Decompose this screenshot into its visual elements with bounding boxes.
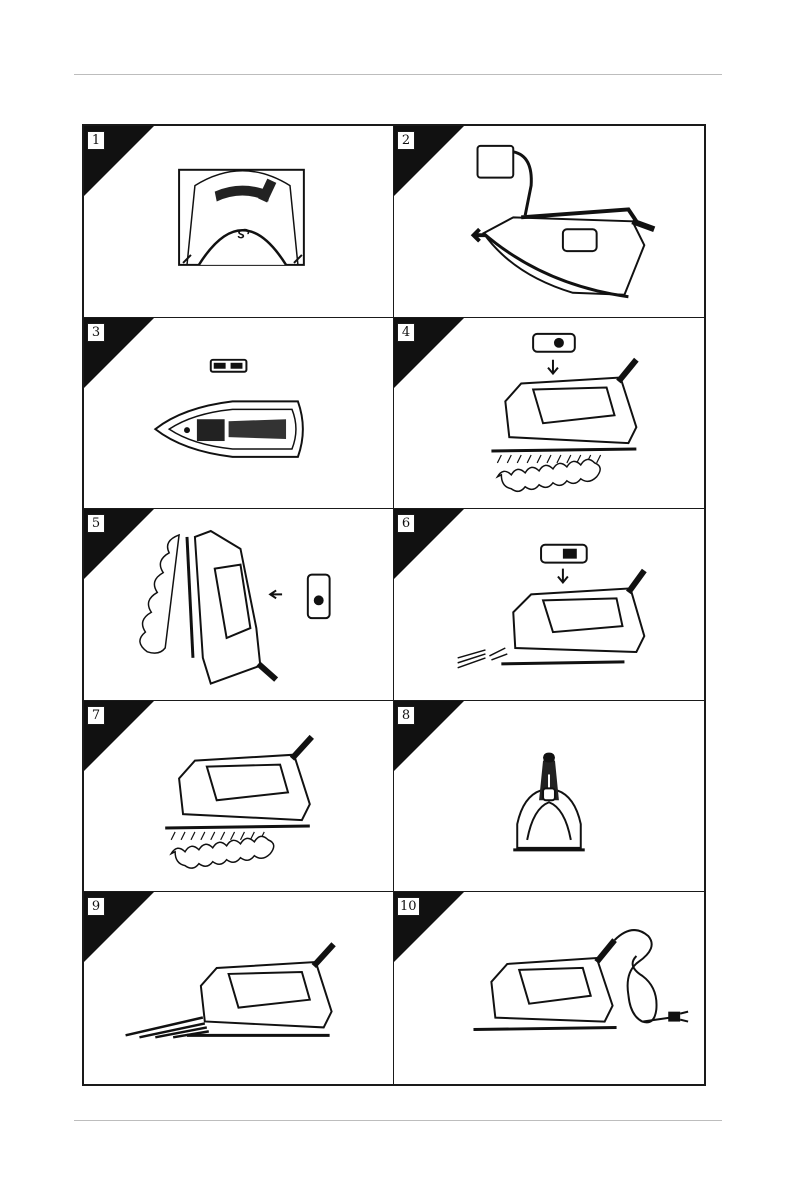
iron-rear-dial-illustration: ى xyxy=(84,126,393,317)
step-panel-10: 10 xyxy=(394,892,704,1084)
iron-top-view-illustration xyxy=(84,318,393,509)
step-panel-2: 2 xyxy=(394,126,704,318)
step-panel-3: 3 xyxy=(84,318,394,510)
footer-rule xyxy=(74,1120,722,1121)
iron-self-clean-illustration xyxy=(394,701,704,892)
iron-unplugged-illustration xyxy=(394,892,704,1084)
step-panel-8: 8 xyxy=(394,701,704,893)
iron-steam-ironing-illustration xyxy=(394,318,704,509)
step-panel-1: 1 ى xyxy=(84,126,394,318)
instruction-grid: 1 ى 2 xyxy=(82,124,706,1086)
step-panel-6: 6 xyxy=(394,509,704,701)
iron-filling-water-illustration xyxy=(394,126,704,317)
header-rule xyxy=(74,74,722,75)
svg-text:ى: ى xyxy=(236,226,250,247)
step-panel-9: 9 xyxy=(84,892,394,1084)
iron-burst-steam-illustration xyxy=(84,892,393,1084)
step-panel-4: 4 xyxy=(394,318,704,510)
iron-dry-ironing-illustration xyxy=(84,701,393,892)
iron-vertical-steam-illustration xyxy=(84,509,393,700)
step-panel-7: 7 xyxy=(84,701,394,893)
iron-spray-illustration xyxy=(394,509,704,700)
step-panel-5: 5 xyxy=(84,509,394,701)
